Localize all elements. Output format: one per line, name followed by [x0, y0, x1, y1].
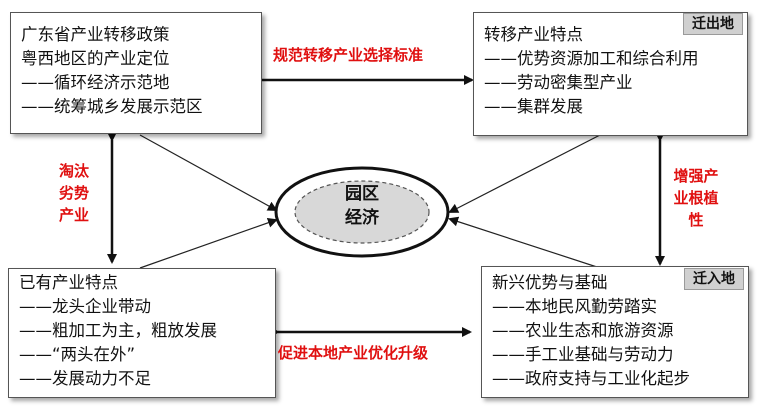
transfer-line: ——集群发展	[484, 97, 583, 116]
emerging-line: ——手工业基础与劳动力	[492, 345, 674, 364]
park-economy-inner-ellipse	[294, 180, 430, 244]
emerging-line: ——政府支持与工业化起步	[492, 369, 690, 388]
emerging-line: ——农业生态和旅游资源	[492, 321, 674, 340]
existing-line: ——龙头企业带动	[19, 297, 151, 316]
transfer-industry-box: 转移产业特点 ——优势资源加工和综合利用 ——劳动密集型产业 ——集群发展	[473, 12, 748, 136]
diagonal-bottom-left	[139, 217, 278, 269]
park-economy-label-line: 经济	[345, 208, 379, 228]
emerging-line: ——本地民风勤劳踏实	[492, 297, 657, 316]
right-arrow-label-line: 性	[688, 211, 704, 229]
policy-line: ——循环经济示范地	[21, 73, 170, 92]
bottom-arrow-label: 促进本地产业优化升级	[278, 344, 429, 362]
right-arrow-label-line: 业根植	[673, 189, 719, 207]
existing-line: ——“两头在外”	[19, 345, 136, 364]
policy-line: 广东省产业转移政策	[21, 25, 170, 44]
existing-line: 已有产业特点	[19, 273, 118, 292]
existing-line: ——发展动力不足	[19, 369, 151, 388]
left-arrow-label-line: 产业	[58, 206, 89, 224]
origin-region-tag: 迁出地	[683, 13, 743, 35]
left-arrow-label-line: 劣势	[58, 184, 89, 202]
emerging-line: 新兴优势与基础	[492, 273, 608, 292]
diagonal-top-right	[448, 134, 601, 213]
right-arrow-label-line: 增强产	[673, 167, 719, 185]
park-economy-label-line: 园区	[345, 184, 379, 204]
diagonal-bottom-right	[448, 216, 601, 269]
diagonal-top-left	[139, 134, 278, 211]
left-arrow-label: 淘汰 劣势 产业	[46, 160, 102, 226]
right-arrow-label: 增强产 业根植 性	[664, 165, 728, 231]
park-economy-label: 园区 经济	[312, 182, 412, 230]
policy-box: 广东省产业转移政策 粤西地区的产业定位 ——循环经济示范地 ——统筹城乡发展示范…	[10, 12, 262, 134]
existing-line: ——粗加工为主，粗放发展	[19, 321, 217, 340]
left-arrow-label-line: 淘汰	[58, 162, 89, 180]
transfer-line: ——优势资源加工和综合利用	[484, 49, 699, 68]
policy-line: 粤西地区的产业定位	[21, 49, 170, 68]
existing-industry-box: 已有产业特点 ——龙头企业带动 ——粗加工为主，粗放发展 ——“两头在外” ——…	[8, 268, 276, 398]
transfer-line: 转移产业特点	[484, 25, 583, 44]
policy-line: ——统筹城乡发展示范区	[21, 97, 203, 116]
destination-region-tag: 迁入地	[684, 268, 744, 290]
top-arrow-label: 规范转移产业选择标准	[273, 46, 424, 64]
transfer-line: ——劳动密集型产业	[484, 73, 633, 92]
